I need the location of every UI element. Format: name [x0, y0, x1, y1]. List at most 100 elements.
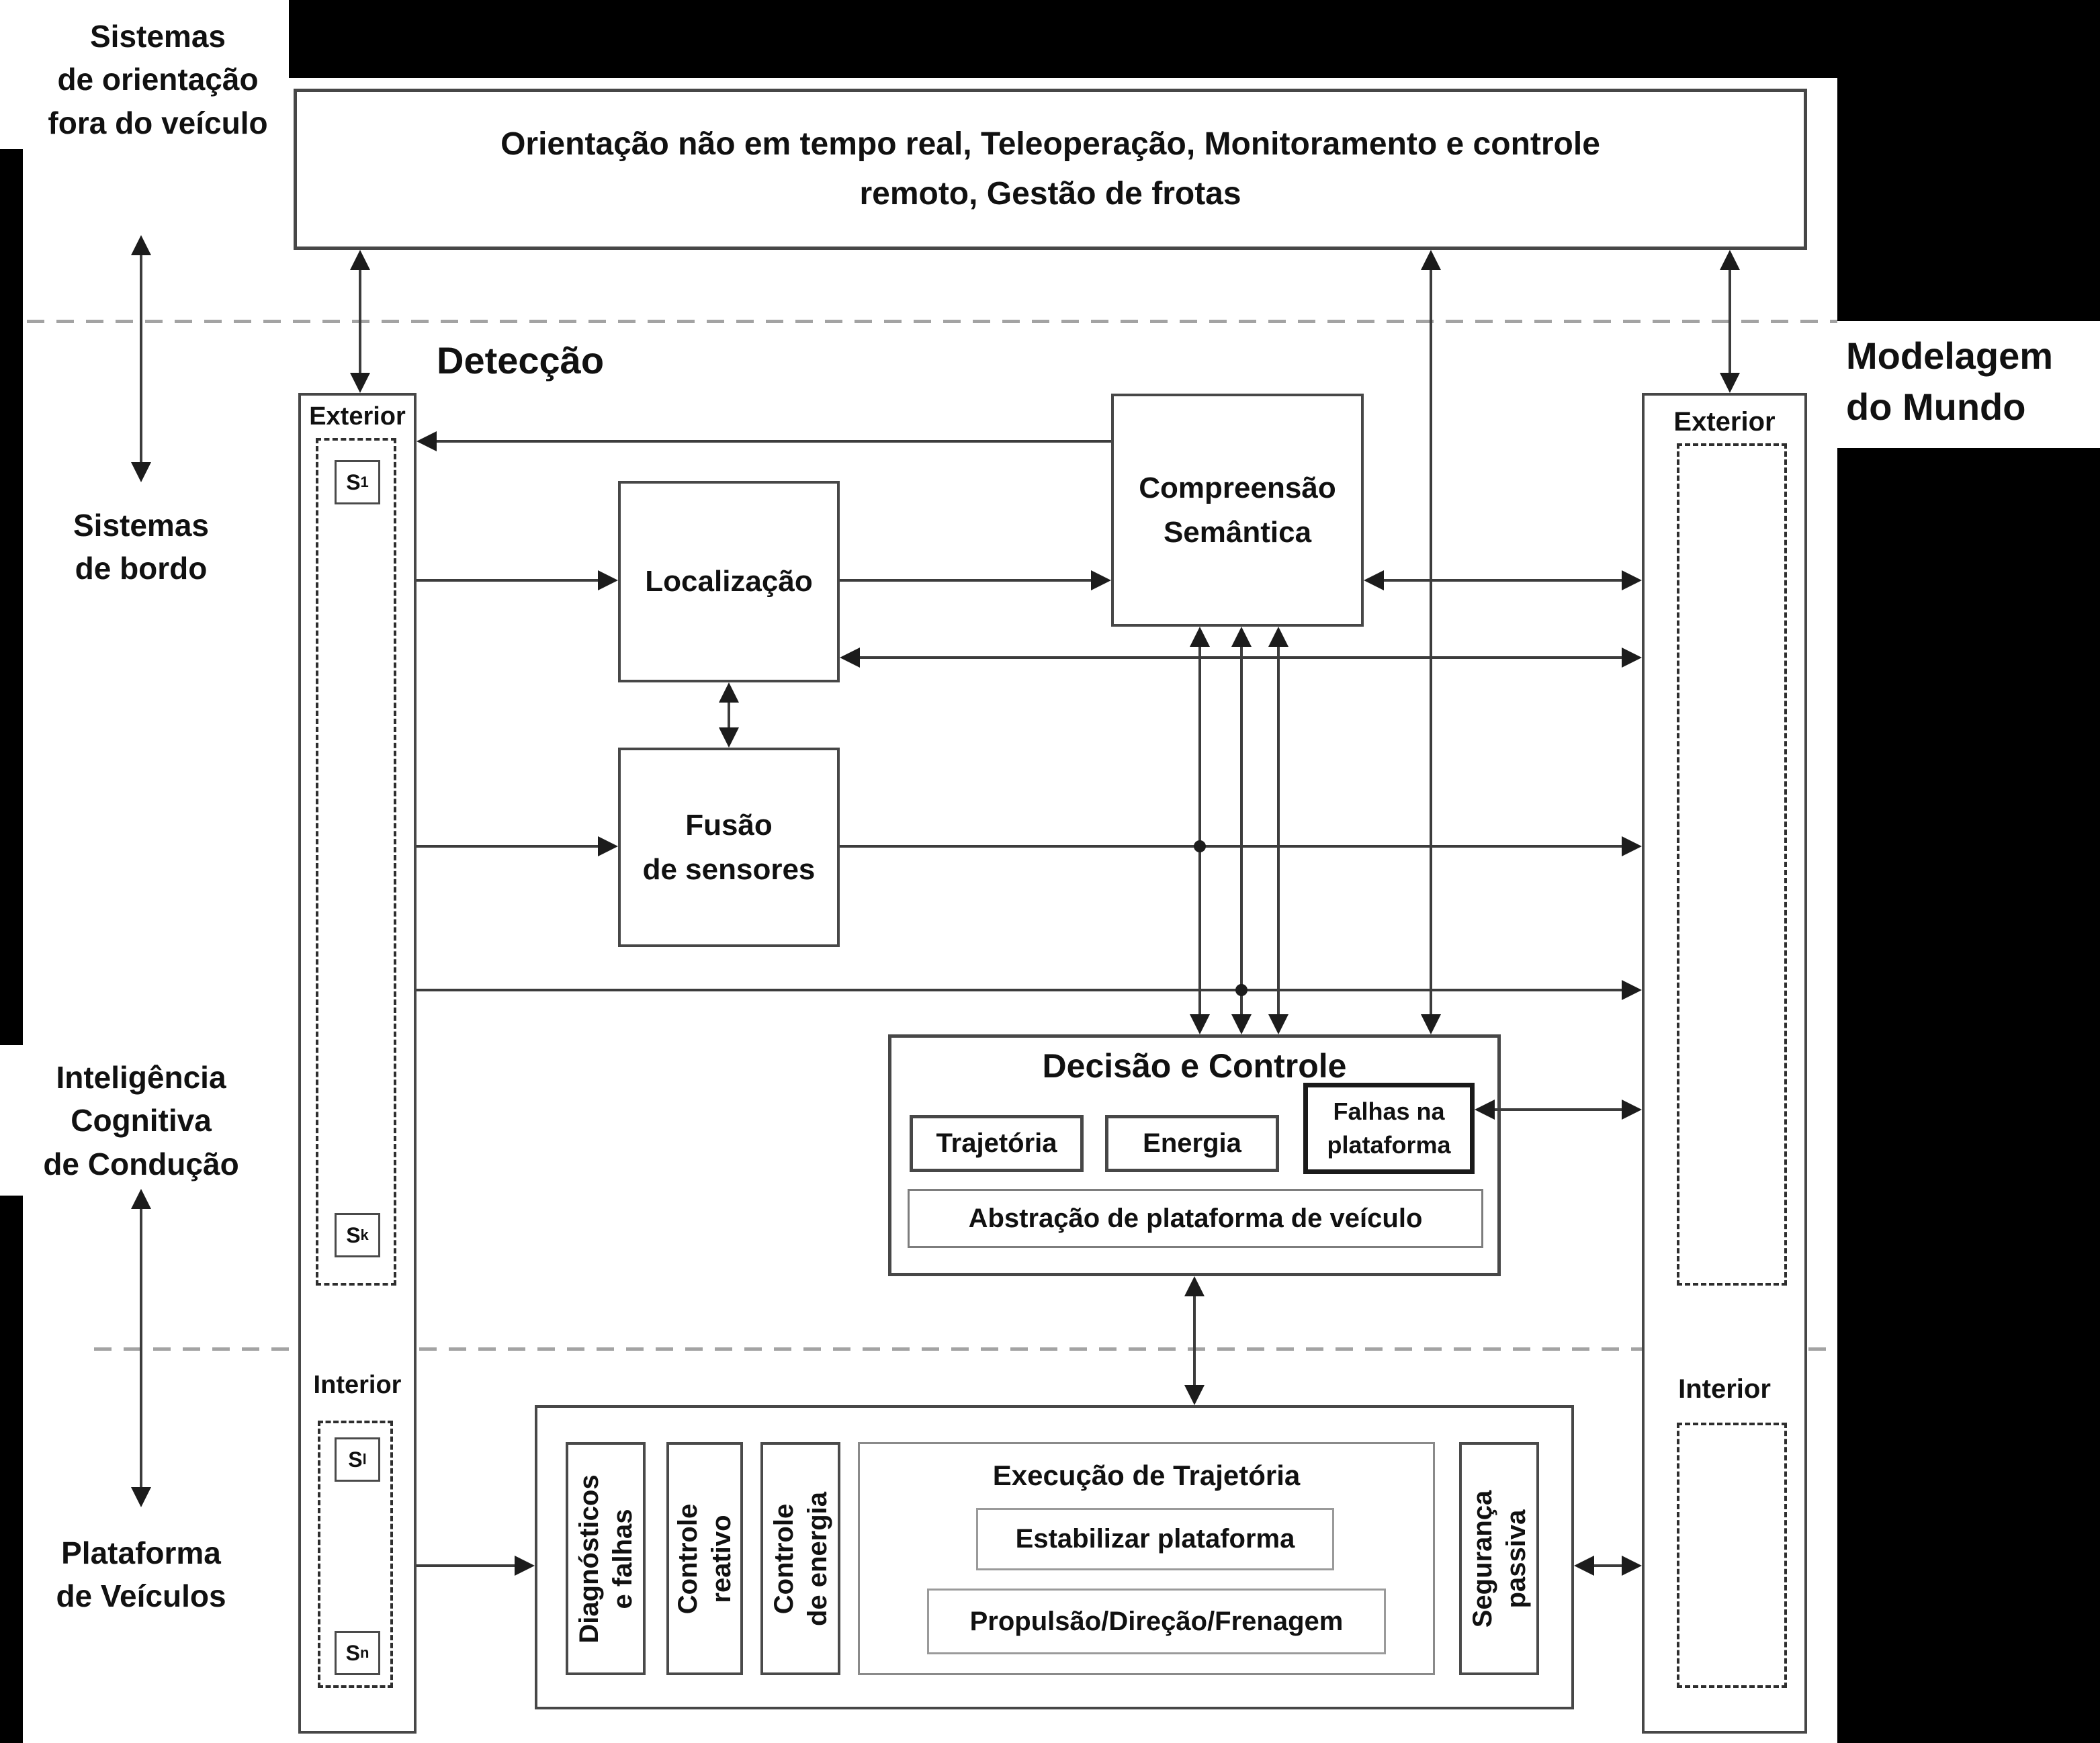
label-vehicle-platform: Plataforma de Veículos [56, 1535, 226, 1614]
label-detection: Detecção [437, 339, 605, 382]
arrow-platform-right-interior [1577, 1564, 1639, 1567]
arrow-topbox-left-exterior [359, 253, 361, 390]
arrowhead [1091, 570, 1111, 590]
arrow-topbox-right-exterior [1729, 253, 1731, 390]
label-world-modeling: Modelagem do Mundo [1846, 334, 2054, 428]
arrow-fusion-to-right-exterior [840, 845, 1639, 848]
arrowhead [131, 462, 151, 482]
energy-control-label: Controle de energia [769, 1491, 832, 1626]
arrow-semantic-decision-2 [1240, 629, 1243, 1032]
label-left-interior: Interior [313, 1371, 402, 1399]
arrow-cognitive-platform [140, 1192, 142, 1505]
arrowhead [598, 836, 618, 856]
arrowhead [1364, 570, 1384, 590]
arrowhead [1184, 1276, 1205, 1296]
trajectory-box: Trajetória [910, 1115, 1084, 1172]
label-left-exterior: Exterior [309, 402, 406, 431]
arrowhead [1421, 1014, 1441, 1034]
right-black-band-upper [1837, 0, 2100, 321]
arrowhead [1622, 980, 1642, 1000]
decision-control-title: Decisão e Controle [1042, 1047, 1347, 1085]
arrowhead [350, 250, 370, 270]
separator-cognitive-platform [94, 1347, 1837, 1351]
arrowhead [1190, 627, 1210, 647]
diagnostics-box: Diagnósticos e falhas [566, 1442, 646, 1675]
arrowhead [1622, 1556, 1642, 1576]
reactive-control-box: Controle reativo [666, 1442, 743, 1675]
arrowhead [131, 1189, 151, 1209]
passive-safety-label: Segurança passiva [1467, 1490, 1531, 1627]
arrowhead [1475, 1100, 1495, 1120]
arrowhead [1622, 836, 1642, 856]
arrowhead [1622, 1100, 1642, 1120]
arrow-semantic-to-left-exterior [419, 440, 1111, 443]
arrowhead [1574, 1556, 1594, 1576]
arrow-localization-fusion [728, 685, 730, 745]
arrow-sensors-to-localization [417, 579, 601, 582]
top-black-band [289, 0, 2100, 78]
arrow-sensors-to-fusion [417, 845, 601, 848]
arrowhead [515, 1556, 535, 1576]
arrowhead [719, 682, 739, 703]
arrowhead [131, 1487, 151, 1507]
arrowhead [350, 373, 370, 393]
stabilize-platform-box: Estabilizar plataforma [976, 1508, 1334, 1570]
arrowhead [1421, 250, 1441, 270]
remote-guidance-box: Orientação não em tempo real, Teleoperaç… [294, 89, 1807, 250]
arrow-guidance-onboard [140, 238, 142, 480]
arrow-topbox-decision [1430, 253, 1432, 1032]
energy-box: Energia [1105, 1115, 1279, 1172]
junction-dot [1235, 984, 1248, 996]
right-world-model-column [1642, 393, 1807, 1734]
arrowhead [417, 431, 437, 451]
arrow-decision-platform [1193, 1279, 1196, 1402]
arrow-failures-right-exterior [1477, 1108, 1639, 1111]
separator-offboard-onboard [27, 320, 1837, 323]
arrow-localization-to-semantic [840, 579, 1094, 582]
arrowhead [840, 647, 860, 668]
arrowhead [719, 727, 739, 748]
right-interior-model-group [1677, 1423, 1787, 1688]
diagnostics-label: Diagnósticos e falhas [574, 1474, 638, 1644]
label-onboard-systems: Sistemas de bordo [73, 508, 209, 586]
sensor-fusion-box: Fusão de sensores [618, 748, 840, 947]
left-interior-sensor-group [318, 1421, 393, 1688]
arrowhead [1184, 1385, 1205, 1405]
arrowhead [1622, 570, 1642, 590]
arrow-semantic-decision-1 [1198, 629, 1201, 1032]
arrowhead [1231, 627, 1252, 647]
label-right-interior: Interior [1678, 1374, 1771, 1404]
arrow-interior-sensors-to-platform [417, 1564, 532, 1567]
label-cognitive-driving-intelligence: Inteligência Cognitiva de Condução [43, 1060, 239, 1181]
localization-box: Localização [618, 481, 840, 682]
semantic-understanding-box: Compreensão Semântica [1111, 394, 1364, 627]
arrow-sensors-to-right-exterior [417, 989, 1639, 991]
propulsion-steering-braking-box: Propulsão/Direção/Frenagem [927, 1589, 1386, 1654]
platform-failures-box: Falhas na plataforma [1303, 1083, 1475, 1174]
arrow-semantic-right-exterior [1366, 579, 1639, 582]
junction-dot [1194, 840, 1206, 852]
reactive-control-label: Controle reativo [673, 1503, 736, 1614]
arrowhead [131, 235, 151, 255]
arrowhead [1720, 373, 1740, 393]
arrowhead [1190, 1014, 1210, 1034]
arrowhead [1720, 250, 1740, 270]
left-exterior-sensor-group [316, 438, 396, 1286]
energy-control-box: Controle de energia [760, 1442, 840, 1675]
passive-safety-box: Segurança passiva [1459, 1442, 1539, 1675]
right-exterior-model-group [1677, 443, 1787, 1286]
arrow-localization-right-exterior [842, 656, 1639, 659]
left-black-band-upper [0, 149, 23, 1045]
trajectory-execution-title: Execução de Trajetória [992, 1460, 1301, 1491]
left-black-band-lower [0, 1196, 23, 1743]
arrowhead [1268, 1014, 1288, 1034]
right-black-band-lower [1837, 448, 2100, 1743]
arrow-semantic-decision-3 [1277, 629, 1280, 1032]
arrowhead [1231, 1014, 1252, 1034]
label-right-exterior: Exterior [1673, 407, 1776, 437]
